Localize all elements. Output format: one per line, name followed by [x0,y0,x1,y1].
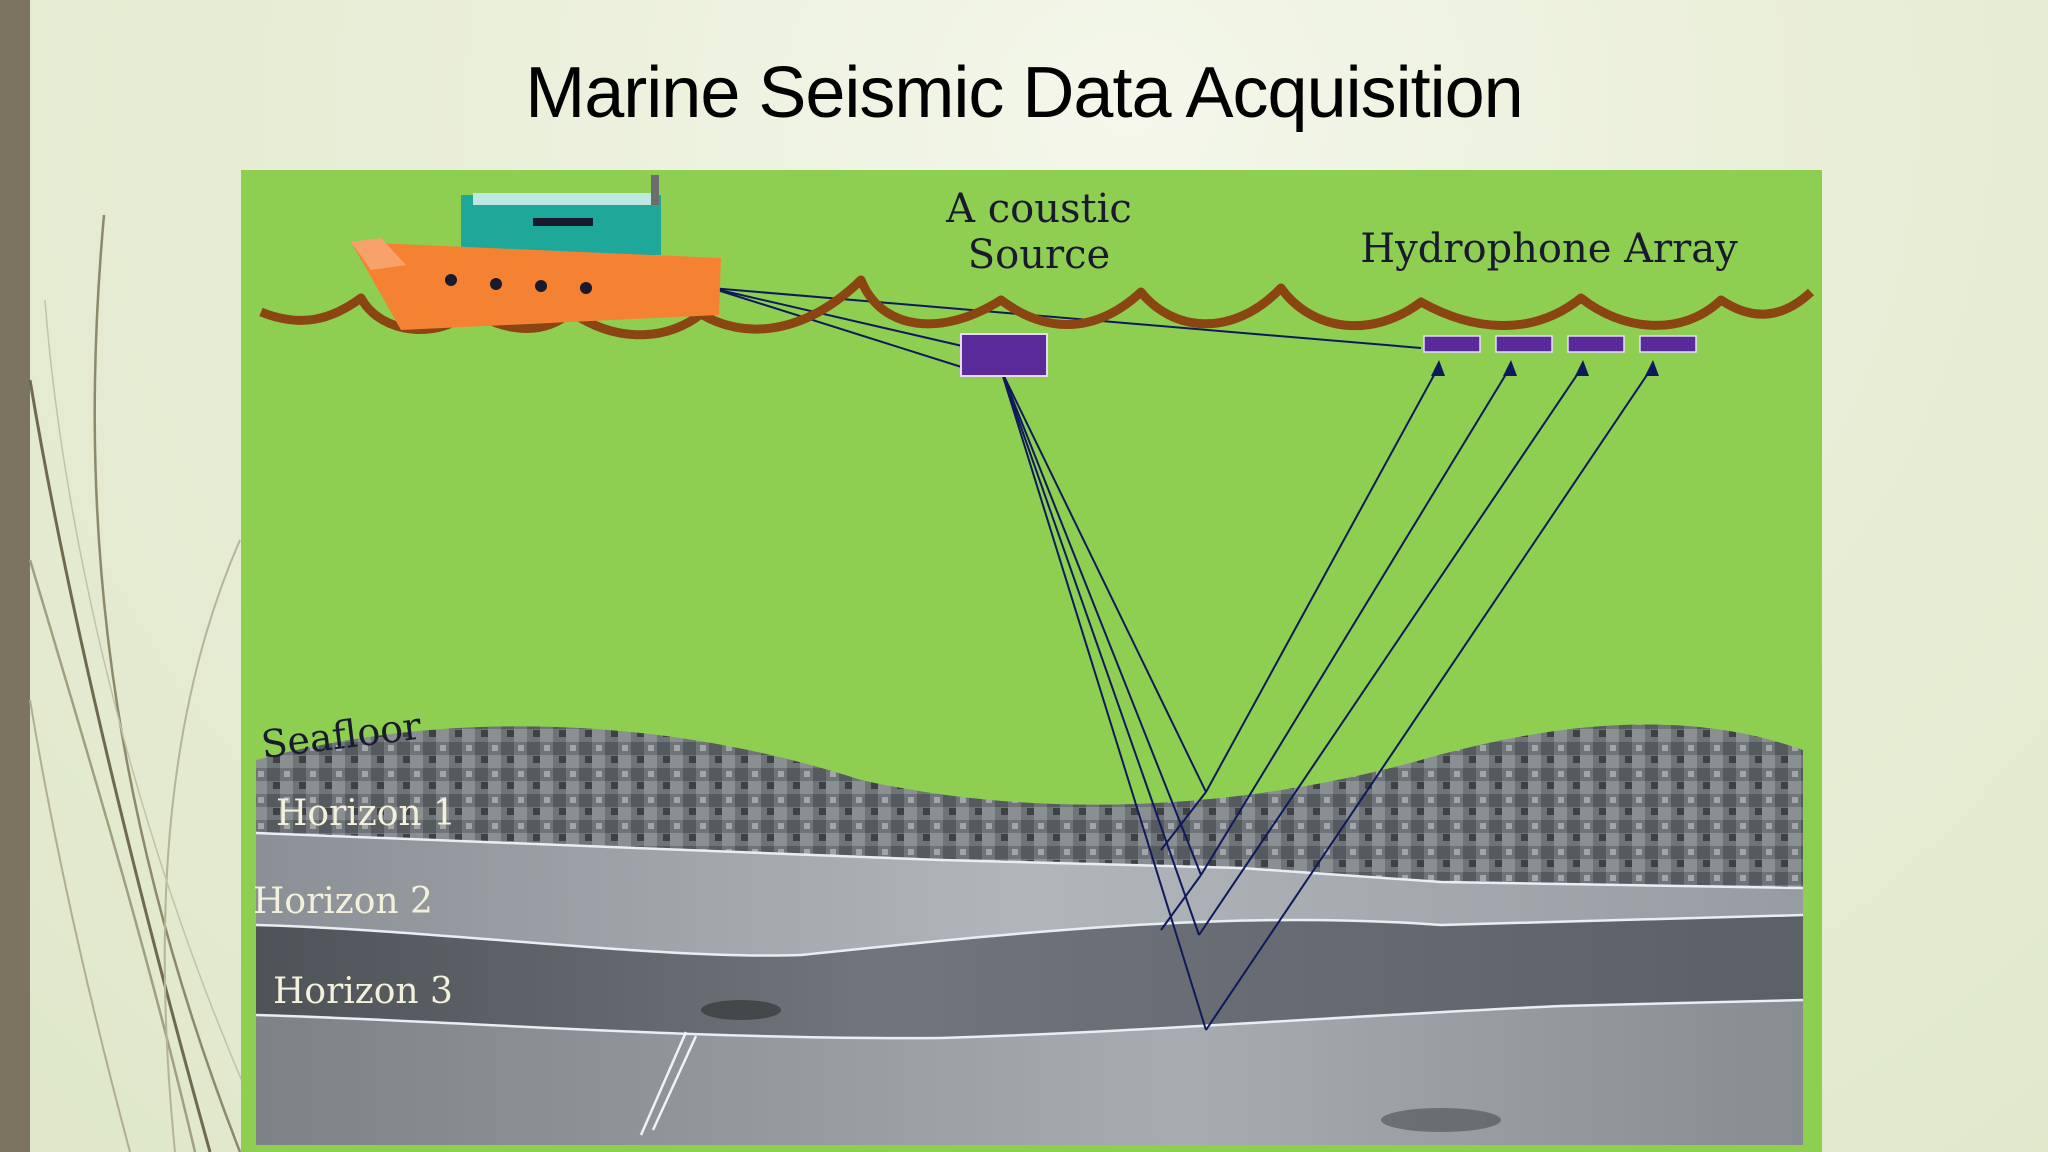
tow-lines [710,287,1422,371]
slide-title: Marine Seismic Data Acquisition [525,53,1523,133]
horizon-1-line [255,831,1804,890]
ray-arrowheads [1431,360,1659,376]
seismic-diagram: A coustic Source Hydrophone Array Seaflo… [241,170,1822,1152]
fault-line [639,1031,698,1136]
seismic-ray-paths [1000,365,1654,1031]
seismic-diagram-svg: A coustic Source Hydrophone Array Seaflo… [241,170,1822,1152]
hydrophone-array-label: Hydrophone Array [1360,226,1738,272]
acoustic-source-label-line2: Source [968,232,1110,278]
hydrophone-array-units [1423,335,1697,353]
horizon-2-line [255,913,1804,957]
survey-ship [351,175,721,330]
horizon-1-label: Horizon 1 [276,793,456,834]
horizon-2-label: Horizon 2 [253,881,433,922]
acoustic-source-label-line1: A coustic [945,186,1132,232]
acoustic-source-block [960,333,1048,377]
horizon-3-label: Horizon 3 [273,971,453,1012]
ship-mast [651,175,659,205]
left-decorative-bar [0,0,30,1152]
horizon-3-line [255,998,1804,1040]
horizon-3-layer [256,1000,1803,1145]
